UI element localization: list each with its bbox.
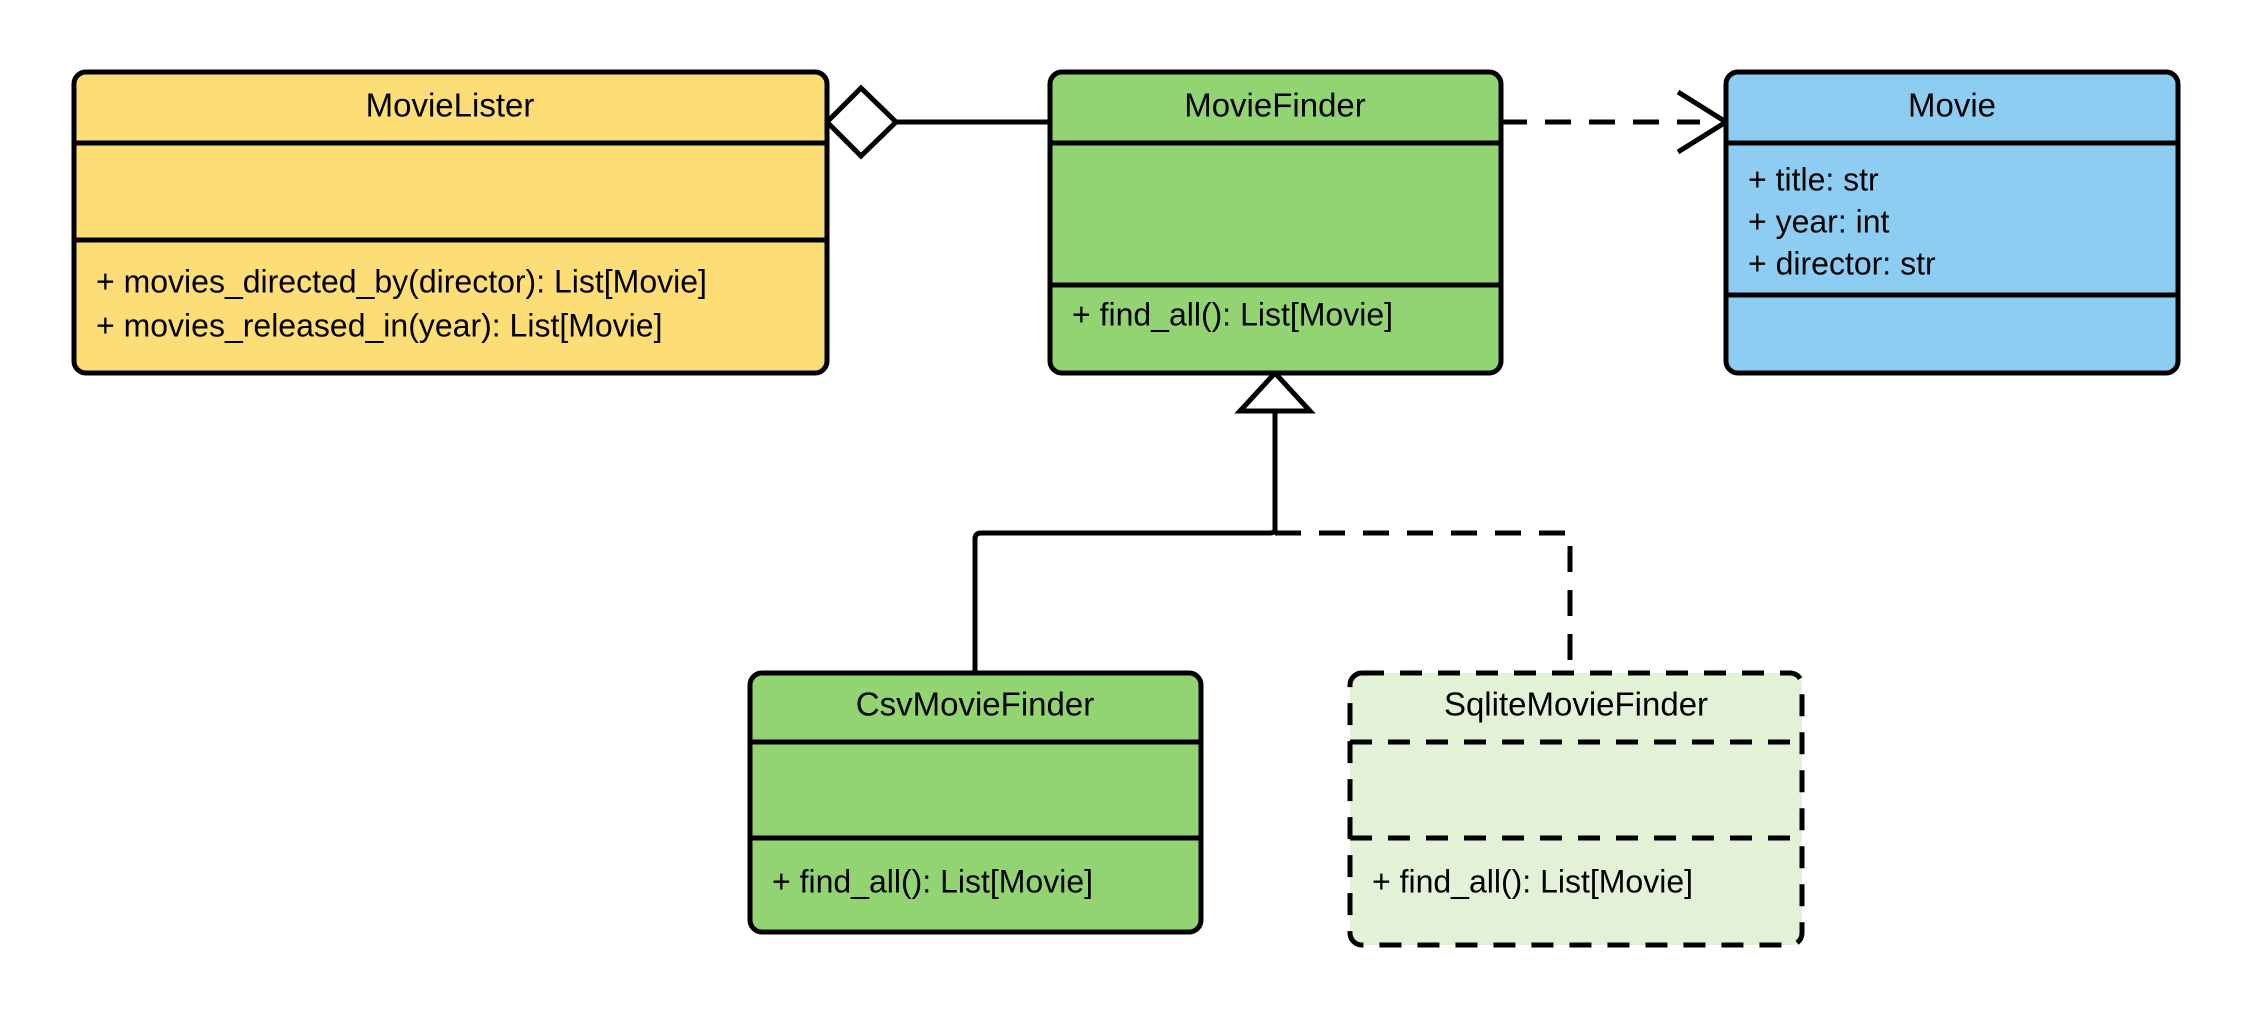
hollow-triangle-icon	[1234, 369, 1316, 414]
movie-attribute-1: + year: int	[1748, 203, 1890, 239]
relationship-generalization-csv-finder	[972, 369, 1316, 673]
movie-lister-frame[interactable]	[71, 69, 830, 376]
generalization-line-sqlite	[1275, 530, 1573, 673]
movie-title: Movie	[1908, 87, 1996, 124]
class-box-movie[interactable]: Movie + title: str + year: int + directo…	[1723, 69, 2181, 376]
csv-movie-finder-method-0: + find_all(): List[Movie]	[772, 863, 1093, 899]
class-box-csv-movie-finder[interactable]: CsvMovieFinder + find_all(): List[Movie]	[747, 670, 1204, 935]
movie-finder-frame[interactable]	[1047, 69, 1504, 376]
relationship-dependency-finder-movie	[1501, 89, 1731, 155]
sqlite-movie-finder-frame[interactable]	[1347, 670, 1805, 948]
relationship-aggregation-lister-finder	[823, 84, 1050, 160]
class-box-movie-finder[interactable]: MovieFinder + find_all(): List[Movie]	[1047, 69, 1504, 376]
sqlite-movie-finder-method-0: + find_all(): List[Movie]	[1372, 863, 1693, 899]
relationship-generalization-sqlite-finder	[1275, 530, 1573, 673]
movie-frame[interactable]	[1723, 69, 2181, 376]
movie-lister-title: MovieLister	[366, 87, 535, 124]
movie-lister-method-1: + movies_released_in(year): List[Movie]	[96, 307, 662, 343]
class-box-sqlite-movie-finder[interactable]: SqliteMovieFinder + find_all(): List[Mov…	[1347, 670, 1805, 948]
movie-attribute-0: + title: str	[1748, 161, 1879, 197]
class-box-movie-lister[interactable]: MovieLister + movies_directed_by(directo…	[71, 69, 830, 376]
csv-movie-finder-frame[interactable]	[747, 670, 1204, 935]
movie-lister-method-0: + movies_directed_by(director): List[Mov…	[96, 263, 707, 299]
hollow-diamond-icon	[823, 84, 900, 160]
movie-finder-method-0: + find_all(): List[Movie]	[1072, 296, 1393, 332]
movie-finder-title: MovieFinder	[1184, 87, 1366, 124]
csv-movie-finder-title: CsvMovieFinder	[856, 686, 1094, 723]
generalization-line-csv	[972, 529, 1278, 673]
sqlite-movie-finder-title: SqliteMovieFinder	[1444, 686, 1708, 723]
movie-attribute-2: + director: str	[1748, 245, 1936, 281]
